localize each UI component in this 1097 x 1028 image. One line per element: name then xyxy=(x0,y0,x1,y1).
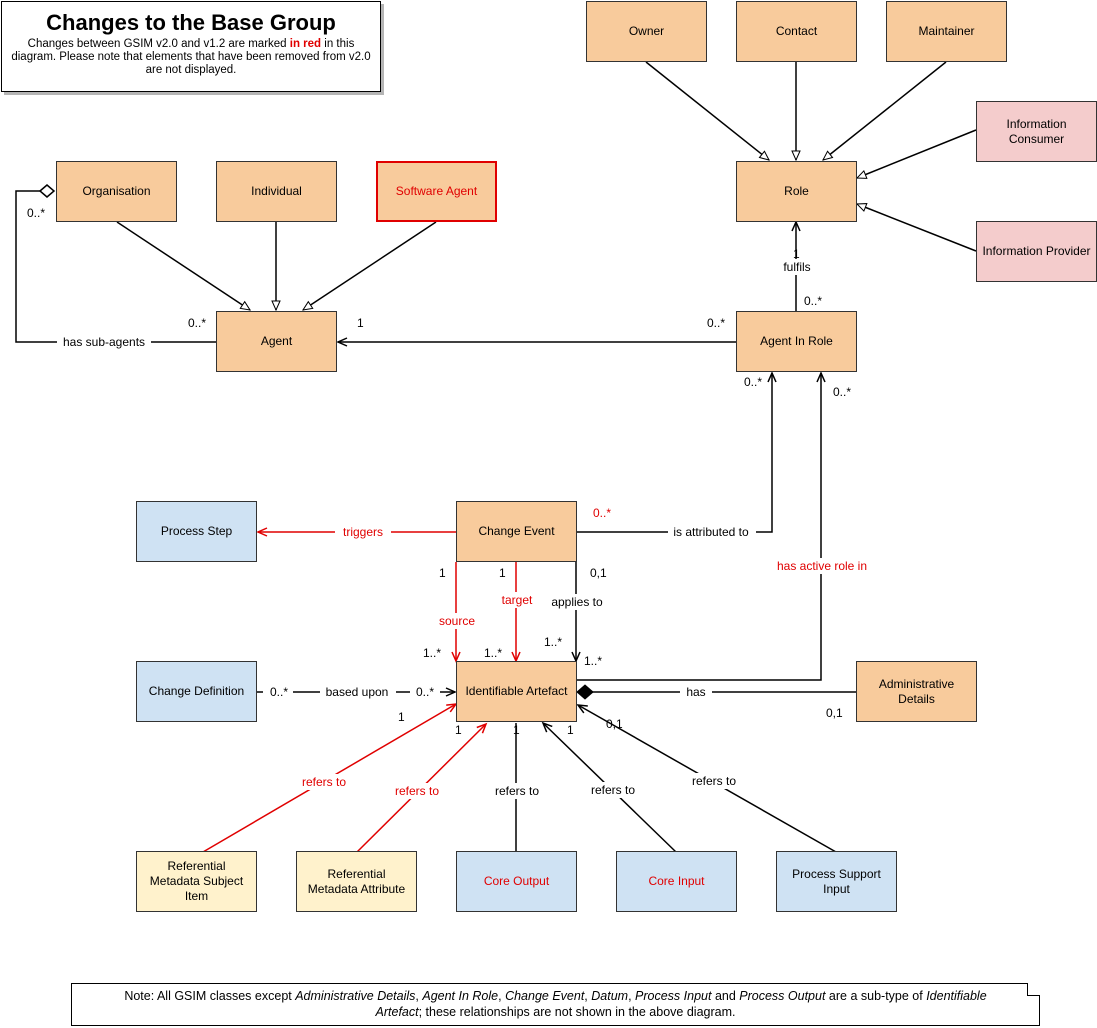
mult-applies-top: 0,1 xyxy=(590,566,607,580)
class-ref-metadata-attribute[interactable]: Referential Metadata Attribute xyxy=(296,851,417,912)
mult-agent-end: 1 xyxy=(357,316,364,330)
class-change-definition[interactable]: Change Definition xyxy=(136,661,257,722)
mult-agentinrole-agent-end: 0..* xyxy=(707,316,725,330)
note-item: Process Input xyxy=(635,989,712,1003)
mult-agentinrole-active: 0..* xyxy=(833,385,851,399)
class-role[interactable]: Role xyxy=(736,161,857,222)
mult-applies-right: 1..* xyxy=(584,654,602,668)
description-text-1: Changes between GSIM v2.0 and v1.2 are m… xyxy=(27,38,290,50)
mult-org-self: 0..* xyxy=(27,206,45,220)
class-core-input[interactable]: Core Input xyxy=(616,851,737,912)
note-corner-fold xyxy=(1027,983,1040,996)
mult-ia-core-output: 1 xyxy=(513,723,520,737)
note-prefix: Note: All GSIM classes except xyxy=(124,989,296,1003)
refers-to-process-support-label: refers to xyxy=(692,774,736,788)
class-change-event[interactable]: Change Event xyxy=(456,501,577,562)
has-active-role-in-line xyxy=(576,371,826,681)
note-item: Administrative Details xyxy=(295,989,416,1003)
mult-source-bottom: 1..* xyxy=(423,646,441,660)
refers-to-subject-item-label: refers to xyxy=(302,775,346,789)
mult-changedef-based: 0..* xyxy=(270,685,288,699)
class-individual[interactable]: Individual xyxy=(216,161,337,222)
class-information-provider[interactable]: Information Provider xyxy=(976,221,1097,282)
has-label: has xyxy=(686,685,705,699)
class-core-output[interactable]: Core Output xyxy=(456,851,577,912)
note-middle: are a sub-type of xyxy=(825,989,927,1003)
owner-to-role-line xyxy=(645,61,770,161)
provider-to-role-line xyxy=(855,203,977,252)
has-active-role-in-label: has active role in xyxy=(777,559,867,573)
note-item: Process Output xyxy=(739,989,826,1003)
note-item: Change Event xyxy=(505,989,585,1003)
class-software-agent[interactable]: Software Agent xyxy=(376,161,497,222)
class-process-step[interactable]: Process Step xyxy=(136,501,257,562)
note-conjunction: and xyxy=(711,989,740,1003)
applies-to-label: applies to xyxy=(551,595,603,609)
class-contact[interactable]: Contact xyxy=(736,1,857,62)
source-label: source xyxy=(439,614,475,628)
mult-changeevent-attrib: 0..* xyxy=(593,506,611,520)
description-text-2: in this diagram. Please note that elemen… xyxy=(11,38,371,76)
mult-ia-ref-subject: 1 xyxy=(398,710,405,724)
mult-ia-ref-attribute: 1 xyxy=(455,723,462,737)
refers-to-attribute-label: refers to xyxy=(395,784,439,798)
mult-agentinrole-fulfils: 0..* xyxy=(804,294,822,308)
mult-role-fulfils: 1 xyxy=(793,247,800,261)
mult-agent-subagents: 0..* xyxy=(188,316,206,330)
aggregation-diamond xyxy=(38,184,56,198)
mult-admin-details: 0,1 xyxy=(826,706,843,720)
is-attributed-to-line xyxy=(576,371,777,533)
class-information-consumer[interactable]: Information Consumer xyxy=(976,101,1097,162)
mult-artefact-based: 0..* xyxy=(416,685,434,699)
mult-target-top: 1 xyxy=(499,566,506,580)
title-box: Changes to the Base Group Changes betwee… xyxy=(1,1,381,92)
note-item: Datum xyxy=(591,989,629,1003)
note-item: Agent In Role xyxy=(422,989,499,1003)
note-box: Note: All GSIM classes except Administra… xyxy=(71,983,1040,1026)
mult-target-bottom: 1..* xyxy=(484,646,502,660)
mult-agentinrole-attrib: 0..* xyxy=(744,375,762,389)
class-agent[interactable]: Agent xyxy=(216,311,337,372)
class-owner[interactable]: Owner xyxy=(586,1,707,62)
diagram-title: Changes to the Base Group xyxy=(46,10,336,35)
has-sub-agents-label: has sub-agents xyxy=(63,335,145,349)
mult-applies-bottom: 1..* xyxy=(544,635,562,649)
mult-source-top: 1 xyxy=(439,566,446,580)
triggers-label: triggers xyxy=(343,525,383,539)
description-highlight: in red xyxy=(289,38,322,50)
software-agent-to-agent-line xyxy=(301,221,437,311)
class-identifiable-artefact[interactable]: Identifiable Artefact xyxy=(456,661,577,722)
class-process-support-input[interactable]: Process Support Input xyxy=(776,851,897,912)
class-agent-in-role[interactable]: Agent In Role xyxy=(736,311,857,372)
class-maintainer[interactable]: Maintainer xyxy=(886,1,1007,62)
mult-ia-process-support: 0,1 xyxy=(606,717,623,731)
mult-ia-core-input: 1 xyxy=(567,723,574,737)
composition-diamond xyxy=(576,684,594,700)
based-upon-label: based upon xyxy=(326,685,389,699)
note-target: Identifiable Artefact xyxy=(375,989,987,1019)
diagram-description: Changes between GSIM v2.0 and v1.2 are m… xyxy=(10,38,372,77)
refers-to-core-output-label: refers to xyxy=(495,784,539,798)
organisation-to-agent-line xyxy=(116,221,252,311)
class-organisation[interactable]: Organisation xyxy=(56,161,177,222)
note-suffix: ; these relationships are not shown in t… xyxy=(418,1005,736,1019)
consumer-to-role-line xyxy=(855,129,977,179)
maintainer-to-role-line xyxy=(822,61,947,161)
fulfils-label: fulfils xyxy=(783,260,810,274)
class-administrative-details[interactable]: Administrative Details xyxy=(856,661,977,722)
target-label: target xyxy=(502,593,533,607)
is-attributed-to-label: is attributed to xyxy=(673,525,749,539)
refers-to-core-input-label: refers to xyxy=(591,783,635,797)
class-ref-metadata-subject-item[interactable]: Referential Metadata Subject Item xyxy=(136,851,257,912)
